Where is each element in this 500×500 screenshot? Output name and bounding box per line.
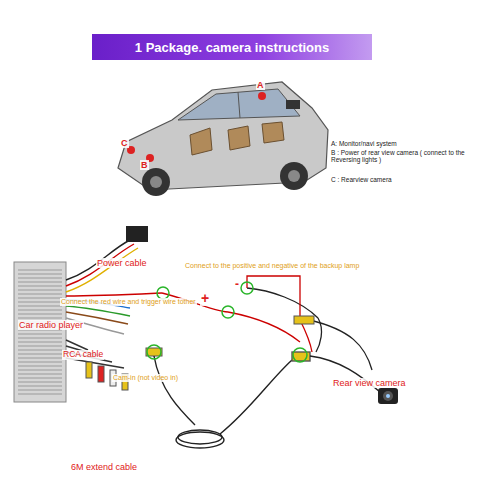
label: B [140,160,149,170]
label: Connect the red wire and trigger wire to… [60,298,197,306]
label: RCA cable [62,350,104,360]
label: Rear view camera [332,378,407,388]
power-connector [126,226,148,242]
label: B : Power of rear view camera ( connect … [330,149,482,164]
label: Cam-in (not video in) [112,374,179,382]
extension-cable [154,352,380,448]
title: 1 Package. camera instructions [135,40,329,55]
label: + [200,290,210,306]
label: 6M extend cable [70,462,138,472]
label: Connect to the positive and negative of … [184,262,360,270]
label: C [120,138,129,148]
label: - [234,278,240,292]
rca-plugs [66,340,162,390]
label: Power cable [96,258,148,268]
car-illustration [118,82,328,196]
highlight-circles [147,282,307,362]
wire-connector [294,316,314,324]
title-banner: 1 Package. camera instructions [92,34,372,60]
label: Car radio player [18,320,84,330]
power-wires [162,276,372,370]
label: A [256,80,265,90]
label: A: Monitor/navi system [330,140,398,147]
car-radio [14,262,66,402]
rear-camera [378,388,398,404]
label: C : Rearview camera [330,176,393,183]
